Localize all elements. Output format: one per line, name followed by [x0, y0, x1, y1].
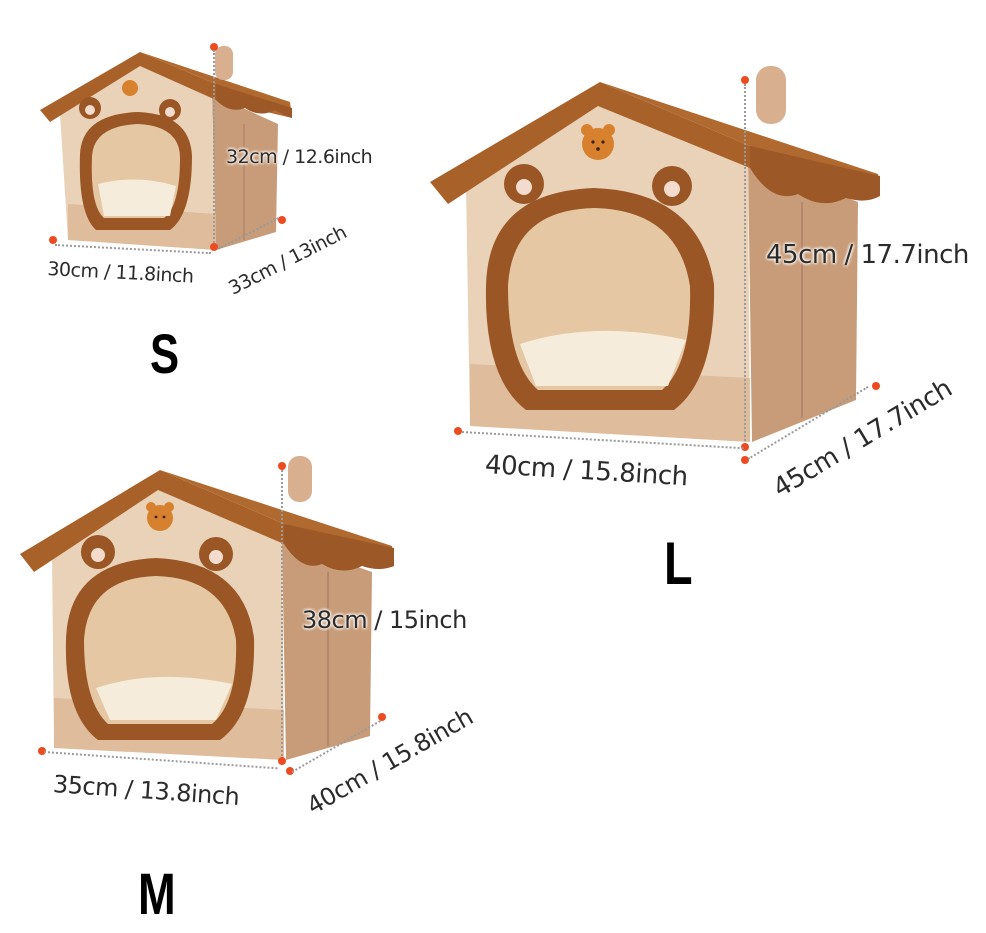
width-dimension-medium: 35cm / 13.8inch	[52, 770, 241, 811]
height-guide-small	[213, 50, 215, 246]
marker-dot	[741, 76, 749, 84]
marker-dot	[378, 713, 386, 721]
marker-dot	[872, 382, 880, 390]
height-dimension-large: 45cm / 17.7inch	[766, 240, 969, 270]
height-guide-large	[744, 84, 746, 448]
pet-house-small-illustration	[40, 46, 292, 250]
height-dimension-small: 32cm / 12.6inch	[226, 146, 373, 168]
marker-dot	[49, 236, 57, 244]
marker-dot	[741, 443, 749, 451]
size-label-small: S	[150, 322, 180, 385]
marker-dot	[210, 43, 218, 51]
house-small	[40, 44, 300, 254]
marker-dot	[286, 767, 294, 775]
marker-dot	[278, 216, 286, 224]
size-label-large: L	[664, 530, 693, 597]
marker-dot	[278, 462, 286, 470]
size-label-medium: M	[138, 862, 176, 927]
marker-dot	[454, 427, 462, 435]
marker-dot	[210, 243, 218, 251]
house-large	[430, 64, 890, 454]
width-dimension-small: 30cm / 11.8inch	[46, 258, 195, 288]
width-dimension-large: 40cm / 15.8inch	[484, 450, 689, 493]
height-dimension-medium: 38cm / 15inch	[302, 606, 467, 634]
pet-house-medium-illustration	[20, 456, 394, 760]
marker-dot	[741, 456, 749, 464]
pet-house-large-illustration	[430, 66, 880, 442]
marker-dot	[278, 757, 286, 765]
height-guide-medium	[281, 470, 283, 760]
house-medium	[20, 454, 410, 774]
marker-dot	[38, 747, 46, 755]
